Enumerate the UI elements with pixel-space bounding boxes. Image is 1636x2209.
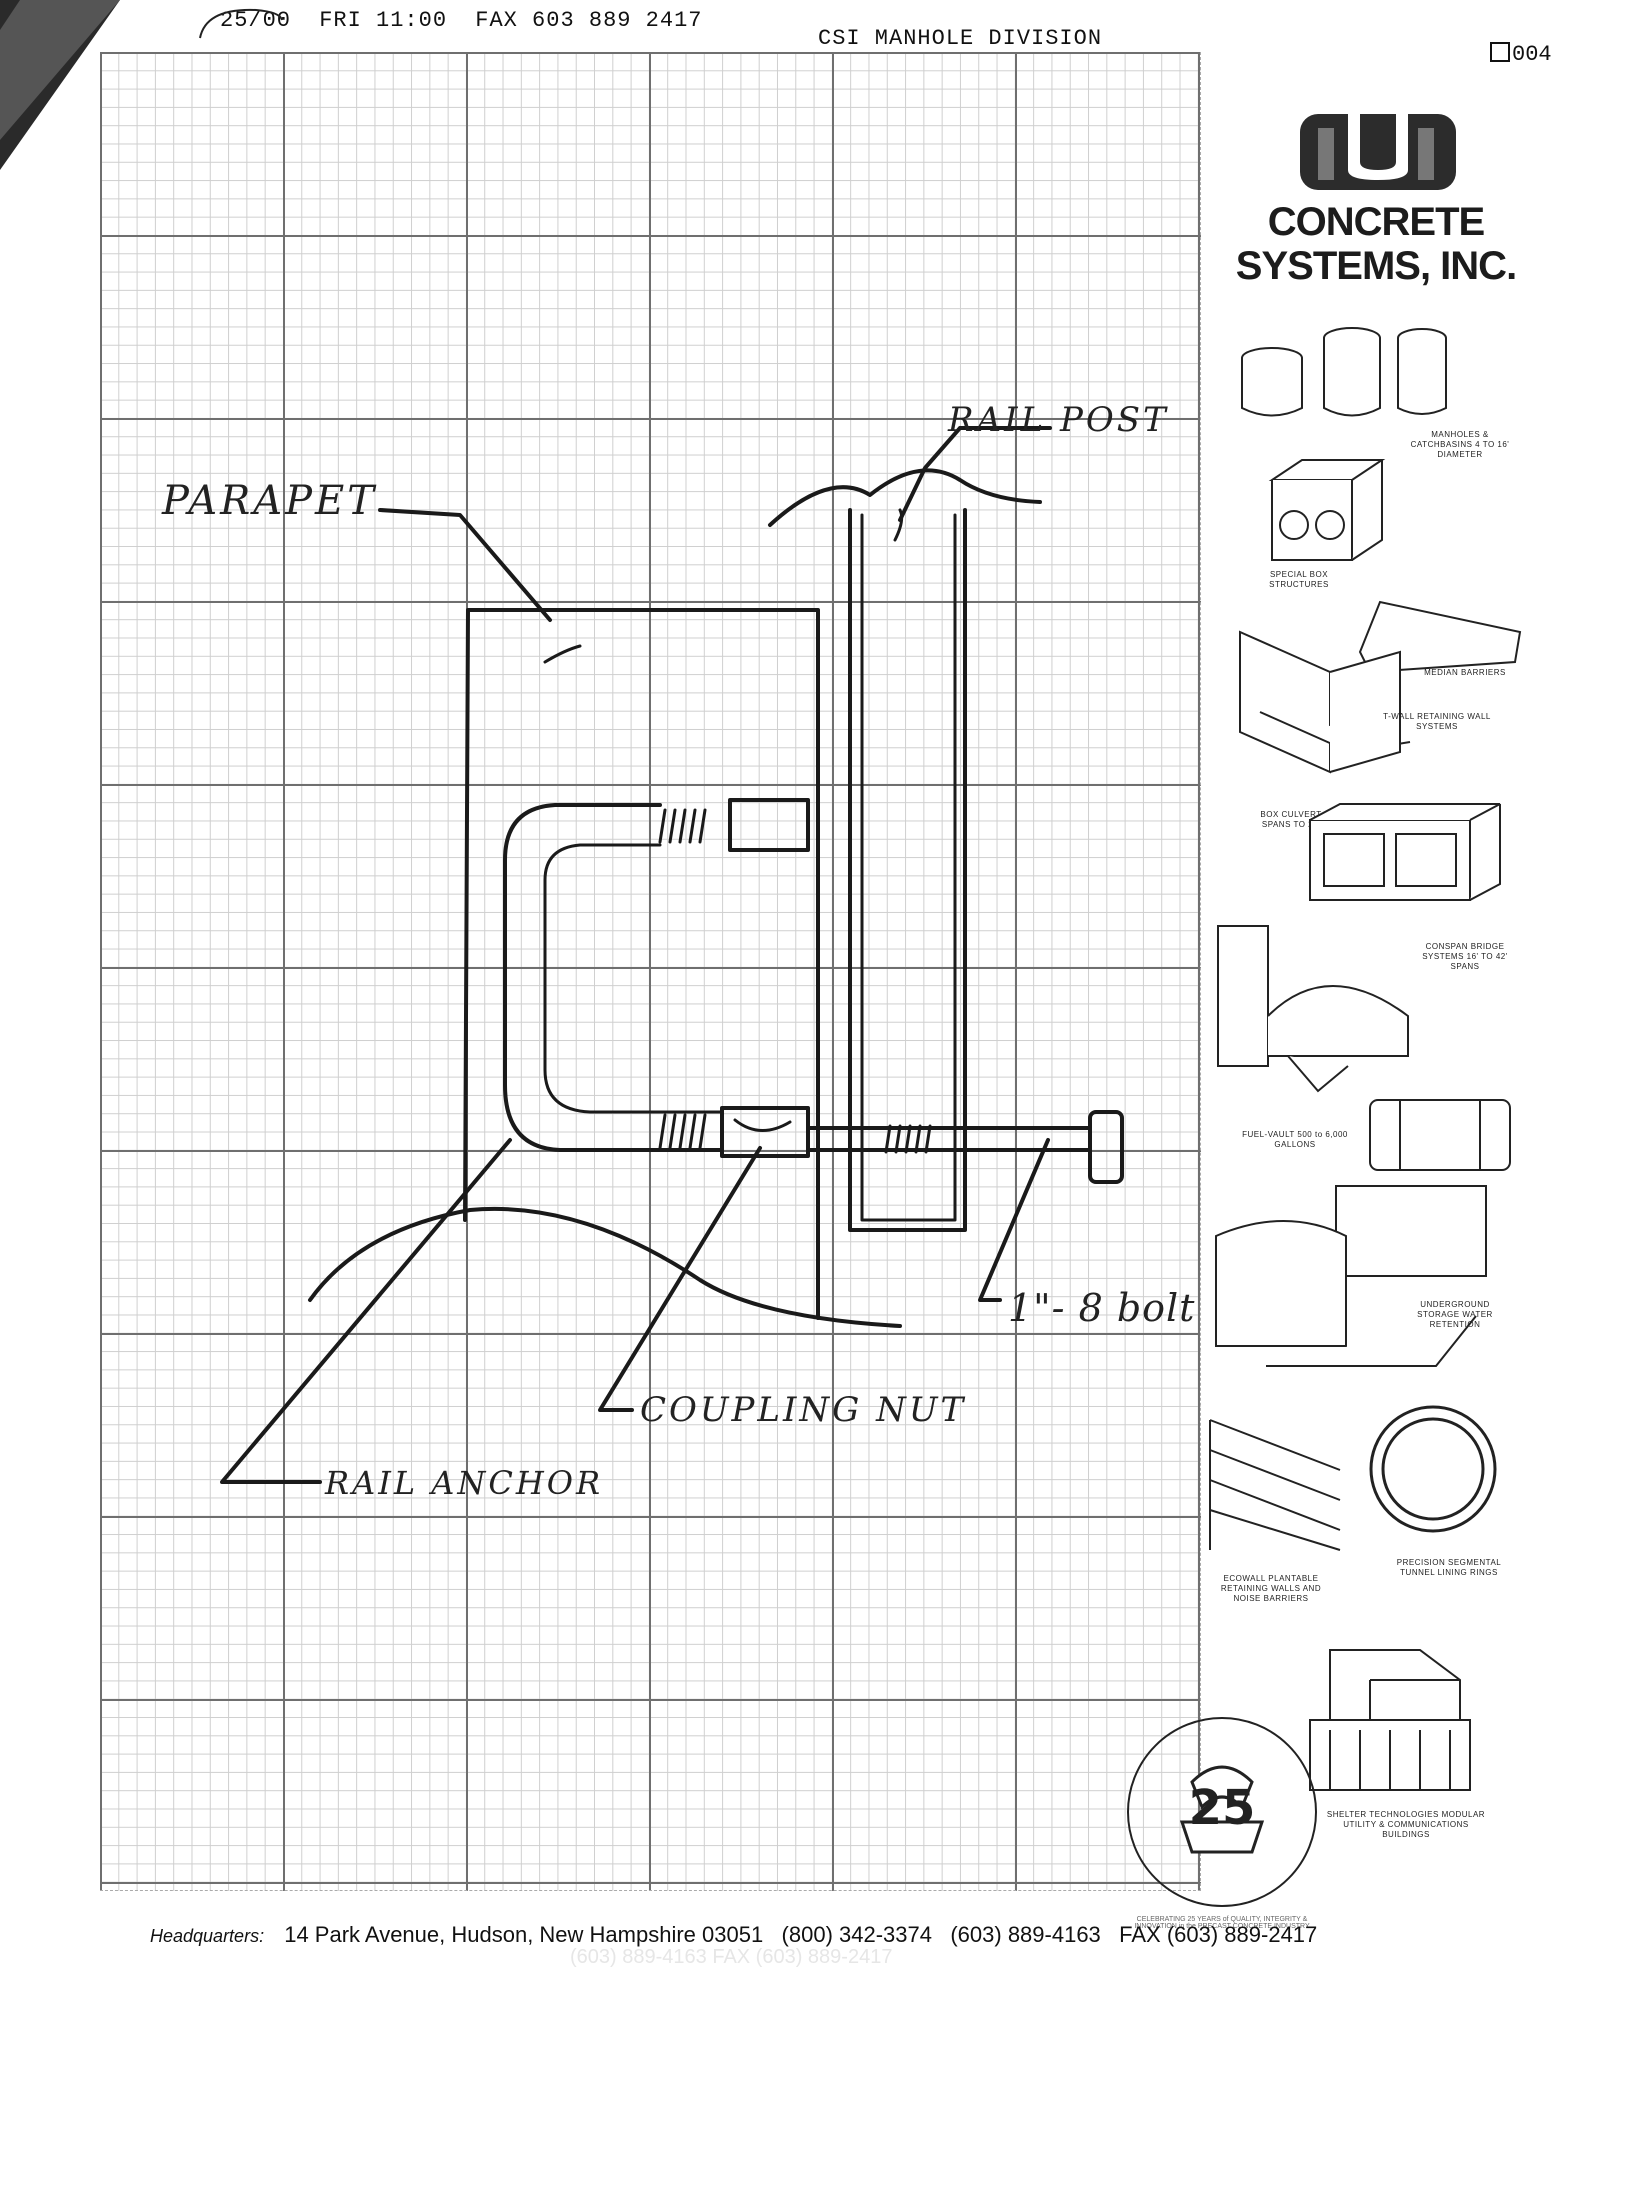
company-name-line1: CONCRETE: [1267, 200, 1485, 244]
graph-paper: [100, 52, 1201, 1891]
label-rail-anchor: RAIL ANCHOR: [325, 1464, 604, 1502]
fuel-vault-illustration: [1369, 1099, 1511, 1171]
product-ecowall: ECOWALL PLANTABLE RETAINING WALLS AND NO…: [1220, 1574, 1322, 1603]
company-name-line2: SYSTEMS, INC.: [1235, 244, 1517, 288]
rail-post: [848, 508, 967, 1232]
rail-post-leader: [898, 426, 1052, 522]
rail-anchor-leader: [220, 1138, 512, 1484]
fax-page-value: 004: [1512, 42, 1552, 67]
product-underground-storage: UNDERGROUND STORAGE WATER RETENTION: [1417, 1300, 1493, 1329]
bolt-threads: [884, 1124, 932, 1154]
rail-anchor-loop: [503, 803, 722, 1152]
fax-division: CSI MANHOLE DIVISION: [818, 26, 1103, 51]
product-conspan: CONSPAN BRIDGE SYSTEMS 16' TO 42' SPANS: [1422, 942, 1508, 971]
product-tunnel-rings: PRECISION SEGMENTAL TUNNEL LINING RINGS: [1396, 1558, 1502, 1577]
parapet-outline: [463, 608, 820, 1320]
fax-number: FAX 603 889 2417: [475, 8, 703, 33]
footer-phone: (603) 889-4163: [950, 1922, 1101, 1947]
product-box-culvert: BOX CULVERT SPANS TO 20': [1260, 810, 1322, 829]
company-name: CONCRETE SYSTEMS, INC.: [1226, 200, 1526, 288]
seal-caption: CELEBRATING 25 YEARS of QUALITY, INTEGRI…: [1134, 1916, 1310, 1930]
label-coupling-nut: COUPLING NUT: [640, 1390, 967, 1430]
coupling-leader: [598, 1146, 762, 1412]
fax-page-number: 004: [1490, 42, 1552, 67]
manholes-illustration: [1241, 327, 1447, 417]
product-shelter: SHELTER TECHNOLOGIES MODULAR UTILITY & C…: [1326, 1810, 1486, 1839]
conspan-illustration: [1217, 925, 1409, 1093]
fax-header: 25/00 FRI 11:00 FAX 603 889 2417: [220, 8, 716, 33]
circled-date-mark: [199, 8, 283, 39]
footer-address: 14 Park Avenue, Hudson, New Hampshire 03…: [284, 1922, 764, 1947]
anniversary-seal-icon: 25: [1127, 1717, 1317, 1907]
underground-storage-illustration: [1215, 1185, 1487, 1367]
footer: Headquarters: 14 Park Avenue, Hudson, Ne…: [150, 1922, 1317, 1948]
label-parapet: PARAPET: [162, 478, 377, 524]
lower-threads: [658, 1113, 707, 1150]
box-culvert-illustration: [1309, 803, 1501, 901]
company-logo-icon: [1300, 114, 1456, 190]
parapet-leader: [378, 508, 552, 622]
ecowall-illustration: [1209, 1419, 1341, 1551]
upper-threads: [658, 808, 707, 844]
shelter-illustration: [1309, 1649, 1471, 1791]
fax-day-time: FRI 11:00: [319, 8, 448, 33]
label-bolt: 1"- 8 bolt: [1008, 1286, 1196, 1330]
svg-text:25: 25: [1189, 1780, 1256, 1836]
footer-phone-tollfree: (800) 342-3374: [781, 1922, 932, 1947]
fax-page-icon: [1490, 42, 1510, 62]
box-structures-illustration: [1268, 459, 1386, 561]
rail-post-break-line: [768, 468, 1042, 527]
bolt-leader: [978, 1138, 1050, 1302]
bolt-head: [1088, 1110, 1124, 1184]
tunnel-rings-illustration: [1369, 1405, 1497, 1533]
product-fuel-vault: FUEL-VAULT 500 to 6,000 GALLONS: [1242, 1130, 1348, 1149]
footer-bleed-through: (603) 889-4163 FAX (603) 889-2417: [570, 1946, 893, 1968]
page-corner-shadow: [0, 0, 120, 170]
label-rail-post: RAIL POST: [948, 400, 1169, 440]
product-t-wall: T-WALL RETAINING WALL SYSTEMS: [1383, 712, 1491, 731]
product-manholes: MANHOLES & CATCHBASINS 4 TO 16' DIAMETER: [1410, 430, 1510, 459]
product-median-barriers: MEDIAN BARRIERS: [1424, 668, 1506, 677]
lower-coupling-nut: [720, 1106, 810, 1158]
footer-fax: FAX (603) 889-2417: [1119, 1922, 1318, 1947]
barriers-walls-illustration: [1239, 600, 1522, 774]
product-box-structures: SPECIAL BOX STRUCTURES: [1269, 570, 1329, 589]
upper-coupling-nut: [728, 798, 810, 852]
footer-label: Headquarters:: [150, 1926, 265, 1946]
ground-break-line: [308, 1206, 902, 1328]
